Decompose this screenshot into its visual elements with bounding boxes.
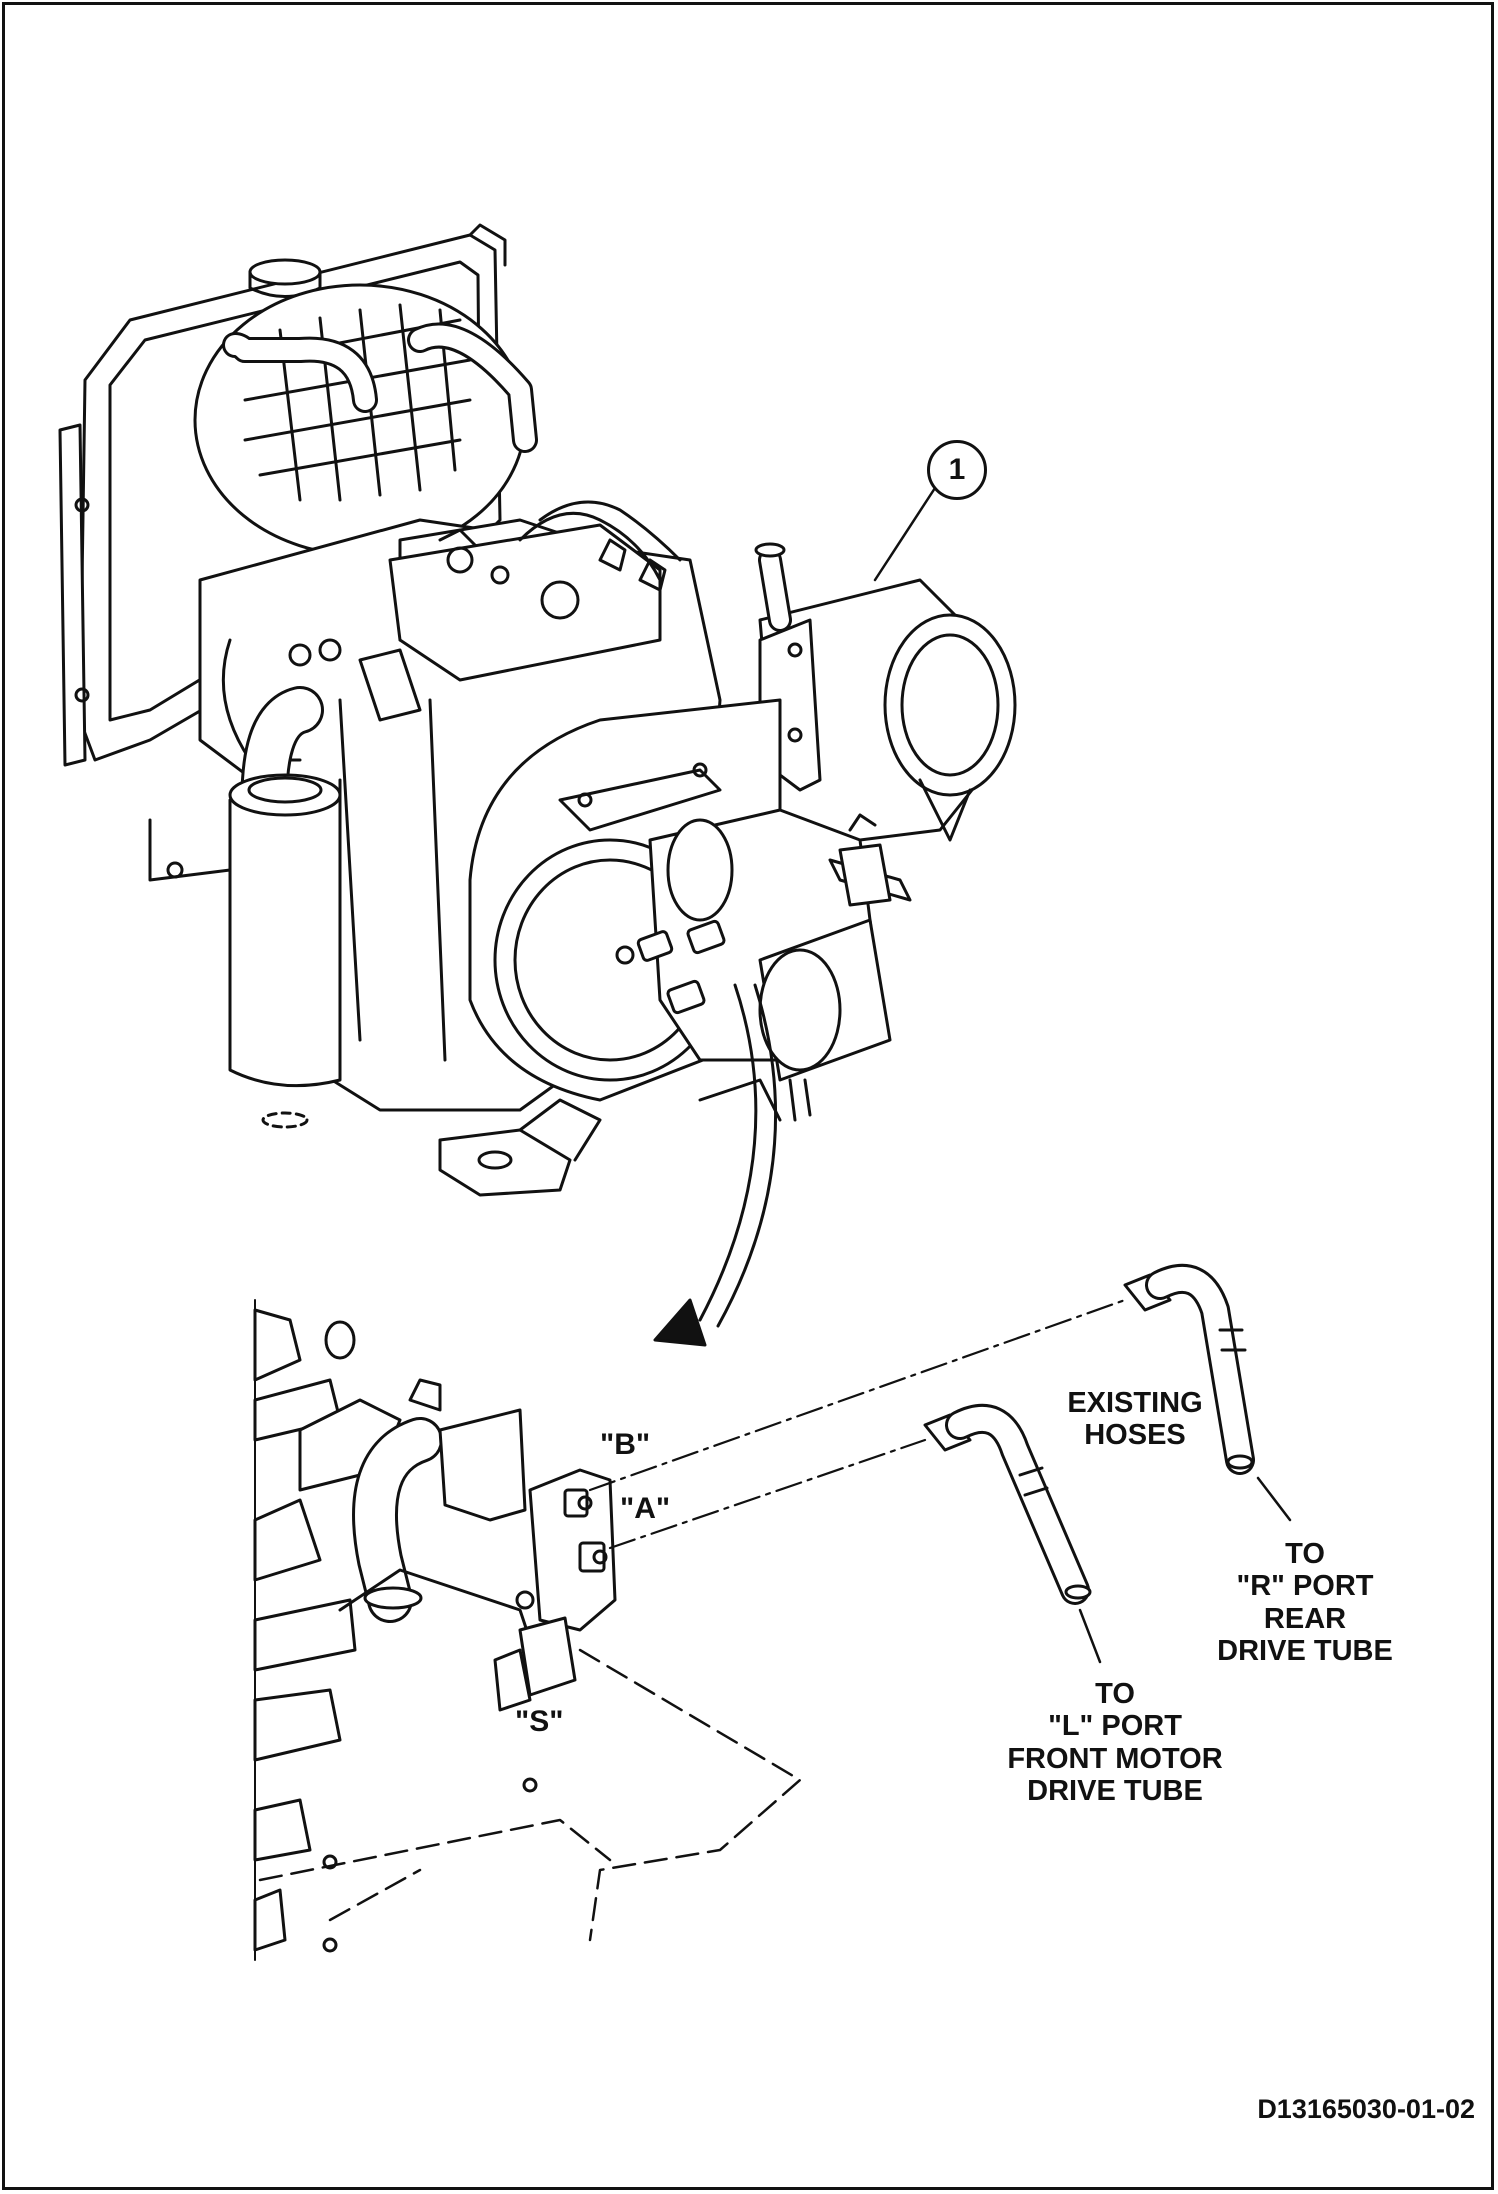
callout-leader (873, 486, 937, 582)
port-s-solenoid (493, 1590, 577, 1712)
solenoid-valve (838, 813, 892, 907)
wire-harness (518, 500, 682, 592)
mount-hole (522, 1777, 538, 1793)
upper-radiator-hose (222, 322, 538, 453)
hose-path-a (608, 1438, 927, 1550)
engine-mount-foot (438, 1098, 602, 1197)
port-a-label: "A" (620, 1492, 671, 1525)
port-b-label: "B" (600, 1428, 651, 1461)
port-a-fitting (578, 1541, 608, 1573)
hose-path-b (588, 1298, 1127, 1492)
detail-pump-body (338, 1408, 617, 1642)
port-s-label: "S" (515, 1705, 564, 1738)
pump-fittings (615, 919, 726, 1015)
callout-1: 1 (927, 440, 987, 500)
existing-hoses-label: EXISTING HOSES (1067, 1387, 1203, 1452)
detail-mount-plate (258, 1648, 802, 1942)
detail-arrow (653, 983, 777, 1347)
existing-hose-l (923, 1403, 1102, 1664)
callout-number: 1 (948, 453, 966, 486)
l-port-label: TO "L" PORT FRONT MOTOR DRIVE TUBE (1007, 1678, 1223, 1808)
fan-shroud-grille (193, 283, 527, 557)
muffler (228, 773, 342, 1129)
existing-hose-r (1123, 1263, 1292, 1522)
base-frame (148, 818, 782, 1122)
hydrostatic-pump (648, 808, 912, 1122)
mount-hole (322, 1854, 338, 1870)
rocker-cover (388, 523, 662, 682)
detail-intake-elbow (352, 1417, 443, 1623)
port-b-fitting (563, 1488, 593, 1518)
figure-id: D13165030-01-02 (1257, 2094, 1475, 2124)
r-port-label: TO "R" PORT REAR DRIVE TUBE (1217, 1538, 1393, 1668)
detail-engine-cutaway (253, 1299, 442, 1961)
mount-hole (322, 1937, 338, 1953)
